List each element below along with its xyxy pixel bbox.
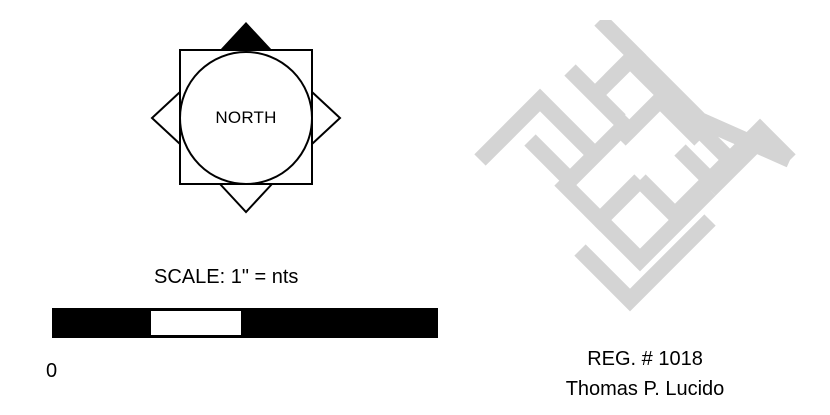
watermark-stroke: [594, 184, 716, 272]
scale-bar-segment-2: [145, 308, 247, 338]
scale-label: SCALE: 1" = nts: [154, 266, 299, 288]
registration-number: REG. # 1018: [587, 348, 703, 370]
watermark-logo: [474, 20, 796, 312]
north-arrow-compass: [150, 22, 342, 214]
scale-bar: [52, 308, 438, 338]
scale-bar-segment-3: [244, 308, 438, 338]
watermark-stroke: [674, 134, 756, 192]
watermark-stroke: [474, 88, 606, 166]
scale-bar-segment-1: [52, 308, 148, 338]
scale-zero-label: 0: [46, 360, 58, 382]
compass-circle: [179, 51, 313, 185]
compass-west-point: [150, 91, 181, 145]
registration-block: REG. # 1018 Thomas P. Lucido: [530, 344, 760, 404]
watermark-stroke: [584, 48, 676, 106]
watermark-stroke: [634, 174, 686, 226]
compass-north-label: NORTH: [215, 108, 277, 127]
compass-east-point: [311, 91, 342, 145]
north-pointer-tip: [220, 22, 272, 50]
registration-name: Thomas P. Lucido: [565, 378, 725, 400]
watermark-stroke: [574, 214, 716, 312]
compass-south-point: [219, 183, 273, 214]
watermark-stroke: [554, 174, 646, 232]
